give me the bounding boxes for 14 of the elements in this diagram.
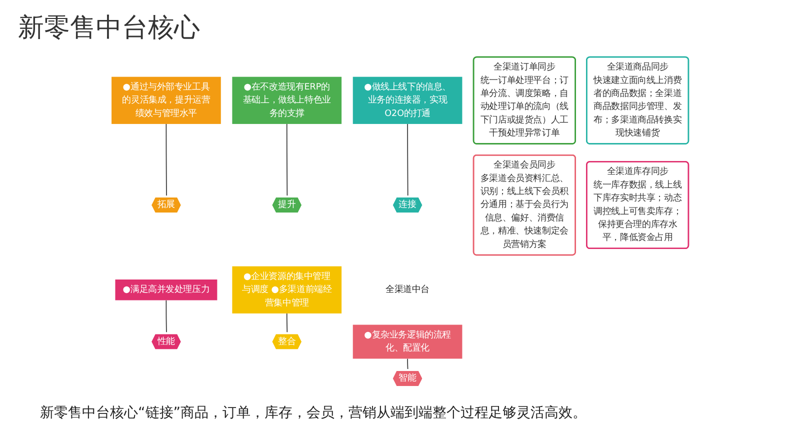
node-box: ●通过与外部专业工具的灵活集成，提升运营绩效与管理水平 <box>112 76 221 124</box>
caption: 新零售中台核心“链接”商品，订单，库存，会员，营销从端到端整个过程足够灵活高效。 <box>40 404 587 422</box>
connector <box>407 123 408 198</box>
node-text: 全渠道中台 <box>386 284 430 295</box>
node-box: ●复杂业务逻辑的流程化、配置化 <box>352 324 462 359</box>
connector <box>286 312 288 334</box>
connector <box>166 300 167 334</box>
node-box: ●企业资源的集中管理与调度 ●多渠道前端经营集中管理 <box>232 266 342 314</box>
node-box: ●满足高并发处理压力 <box>115 280 218 300</box>
node-box: ●在不改造现有ERP的基础上，做线上特色业务的支撑 <box>232 76 342 124</box>
title: 新零售中台核心 <box>18 12 200 45</box>
connector <box>166 123 167 198</box>
node-box: ●做线上线下的信息、业务的连接器，实现O2O的打通 <box>352 76 462 124</box>
connector <box>286 123 288 198</box>
